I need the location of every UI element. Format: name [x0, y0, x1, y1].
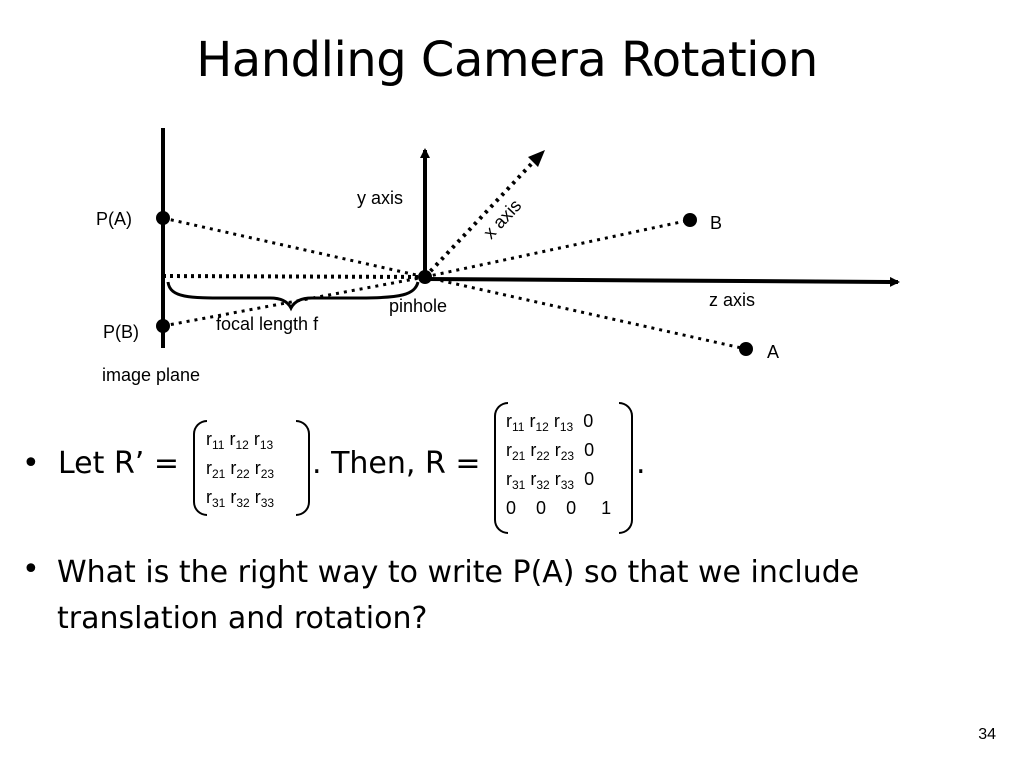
label-pa: P(A) [96, 209, 132, 229]
slide-title: Handling Camera Rotation [196, 32, 818, 88]
ray-b [424, 218, 691, 279]
point-a [739, 342, 753, 356]
label-x-axis: x axis [479, 195, 525, 242]
ray-a [424, 275, 747, 351]
point-pb [156, 319, 170, 333]
camera-diagram: P(A) P(B) y axis x axis z axis pinhole f… [96, 128, 900, 385]
r-row: r21 r22 r23 0 [506, 440, 595, 463]
point-pa [156, 211, 170, 225]
focal-length-brace [166, 281, 420, 312]
end-period: . [636, 446, 646, 481]
label-focal-length: focal length f [216, 314, 319, 334]
label-pinhole: pinhole [389, 296, 447, 316]
question-text: What is the right way to write P(A) so t… [57, 555, 860, 636]
optical-axis [162, 274, 426, 279]
let-r-prime-text: Let R’ = [58, 446, 179, 481]
r-prime-matrix: r11 r12 r13 r21 r22 r23 r31 r32 r33 [206, 428, 304, 515]
then-r-text: . Then, R = [312, 446, 481, 481]
r-matrix: r11 r12 r13 0 r21 r22 r23 0 r31 r32 r33 … [506, 410, 626, 520]
label-z-axis: z axis [709, 290, 755, 310]
label-y-axis: y axis [357, 188, 403, 208]
r-prime-right-paren [296, 420, 310, 516]
r-prime-row: r11 r12 r13 [206, 429, 274, 452]
r-row: 0 0 0 1 [506, 498, 612, 518]
page-number: 34 [978, 726, 996, 743]
z-axis-arrow [424, 276, 900, 287]
r-prime-row: r21 r22 r23 [206, 458, 275, 481]
r-right-paren [619, 402, 633, 534]
r-prime-row: r31 r32 r33 [206, 487, 275, 510]
x-axis-arrowhead [528, 150, 545, 167]
point-b [683, 213, 697, 227]
r-row: r31 r32 r33 0 [506, 469, 595, 492]
ray-pa [162, 216, 426, 279]
pinhole-point [418, 270, 432, 284]
bullet-dot-2: • [22, 552, 40, 587]
label-pb: P(B) [103, 322, 139, 342]
label-point-b: B [710, 213, 722, 233]
label-point-a: A [767, 342, 779, 362]
r-row: r11 r12 r13 0 [506, 411, 594, 434]
x-axis-arrow [423, 158, 537, 279]
r-prime-left-paren [193, 420, 207, 516]
bullet-dot-1: • [22, 446, 40, 481]
label-image-plane: image plane [102, 365, 200, 385]
